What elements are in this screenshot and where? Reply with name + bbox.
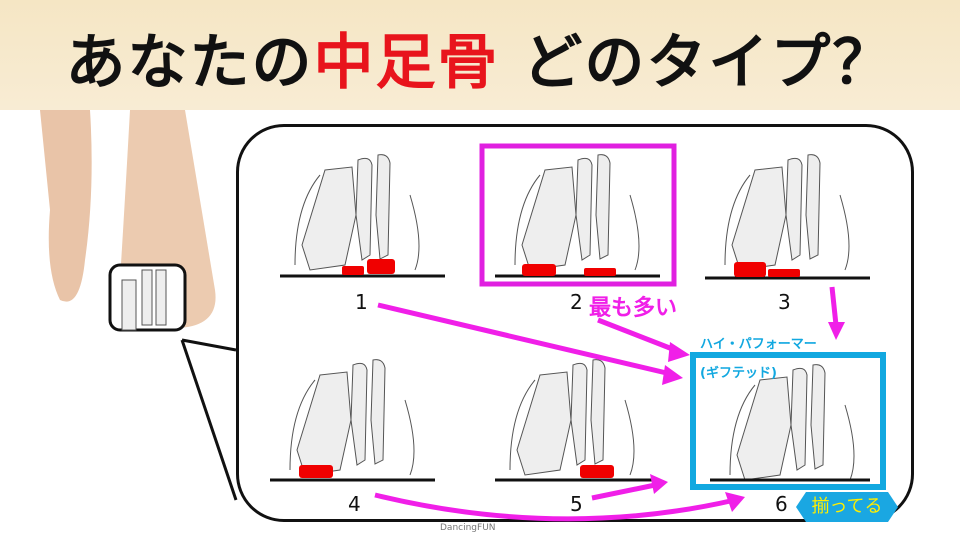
credit: DancingFUN bbox=[440, 523, 496, 533]
title-part1: あなたの bbox=[65, 28, 314, 98]
panel-4 bbox=[270, 359, 435, 482]
panel-2-label: 2 bbox=[570, 290, 583, 314]
panel-1-label: 1 bbox=[355, 290, 368, 314]
foot-illustration bbox=[40, 110, 216, 332]
aligned-badge: 揃ってる bbox=[796, 492, 898, 522]
panel-5-label: 5 bbox=[570, 492, 583, 516]
gifted-label: (ギフテッド) bbox=[700, 366, 777, 381]
arrows bbox=[374, 286, 839, 522]
panel-6 bbox=[690, 352, 886, 490]
title-part2: どのタイプ？ bbox=[499, 28, 895, 98]
high-performer-label: ハイ・パフォーマー bbox=[700, 337, 817, 352]
panel-3 bbox=[705, 154, 870, 280]
panel-1 bbox=[280, 154, 445, 278]
title-banner bbox=[0, 0, 960, 110]
panel-5 bbox=[495, 359, 660, 482]
panel-3-label: 3 bbox=[778, 290, 791, 314]
page-title: あなたの中足骨 どのタイプ？ bbox=[0, 14, 960, 101]
most-common-label: 最も多い bbox=[589, 296, 678, 321]
panel-6-label: 6 bbox=[775, 492, 788, 516]
panel-4-label: 4 bbox=[348, 492, 361, 516]
panel-2 bbox=[479, 143, 677, 287]
title-highlight: 中足骨 bbox=[313, 28, 500, 98]
